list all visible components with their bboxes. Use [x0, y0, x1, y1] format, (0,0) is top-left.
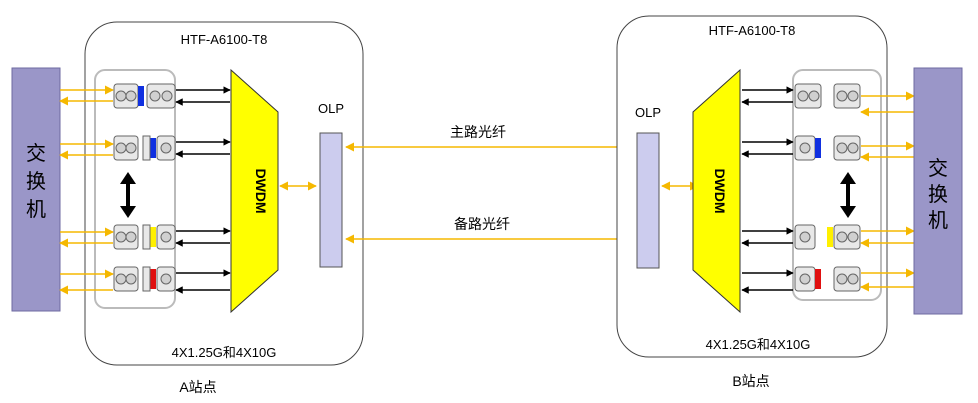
site-b-switch: [913, 67, 963, 315]
site-a-module-4: [113, 266, 176, 292]
backup-fiber-label: 备路光纤: [454, 216, 510, 232]
site-b: HTF-A6100-T8 OLP DWDM: [616, 15, 963, 389]
site-a-olp-label: OLP: [318, 101, 344, 116]
site-b-dwdm: [692, 68, 741, 314]
site-a-rate-label: 4X1.25G和4X10G: [172, 345, 277, 360]
site-a-module-tray: [94, 69, 176, 309]
site-b-switch-fibers: [860, 91, 915, 292]
site-b-module-2: [794, 135, 861, 161]
site-a-dwdm: [230, 68, 279, 314]
site-b-module-3: [794, 224, 861, 250]
site-a-mux-arrows: [175, 86, 231, 294]
site-b-module-4: [794, 266, 861, 292]
primary-fiber-label: 主路光纤: [450, 124, 506, 140]
site-a-dwdm-label: DWDM: [253, 168, 269, 213]
site-b-module-1: [794, 83, 861, 109]
site-b-rate-label: 4X1.25G和4X10G: [706, 337, 811, 352]
site-b-ellipsis-arrow: [840, 172, 856, 218]
site-b-olp: [636, 132, 660, 269]
site-b-mux-arrows: [741, 86, 794, 294]
site-b-switch-label-3: 机: [928, 209, 948, 232]
site-a-switch-label-1: 交: [26, 142, 46, 165]
site-b-switch-label-1: 交: [928, 157, 948, 180]
site-a-module-2: [113, 135, 176, 161]
site-a-ellipsis-arrow: [120, 172, 136, 218]
site-b-dwdm-label: DWDM: [712, 168, 728, 213]
site-a: HTF-A6100-T8 交 换 机: [11, 21, 364, 395]
site-b-device-title: HTF-A6100-T8: [709, 23, 796, 38]
site-b-site-label: B站点: [732, 373, 769, 389]
inter-site-links: 主路光纤 备路光纤: [345, 124, 634, 244]
site-a-switch-label-3: 机: [26, 198, 46, 221]
site-b-olp-label: OLP: [635, 105, 661, 120]
site-a-device-title: HTF-A6100-T8: [181, 32, 268, 47]
site-a-switch-label-2: 换: [26, 170, 46, 193]
site-a-olp: [319, 132, 343, 268]
site-a-module-1: [113, 83, 176, 109]
site-b-module-tray: [792, 69, 882, 301]
site-a-switch-fibers: [59, 85, 114, 295]
site-a-site-label: A站点: [179, 379, 216, 395]
site-a-switch: [11, 67, 61, 312]
site-b-switch-label-2: 换: [928, 183, 948, 206]
site-a-module-3: [113, 224, 176, 250]
